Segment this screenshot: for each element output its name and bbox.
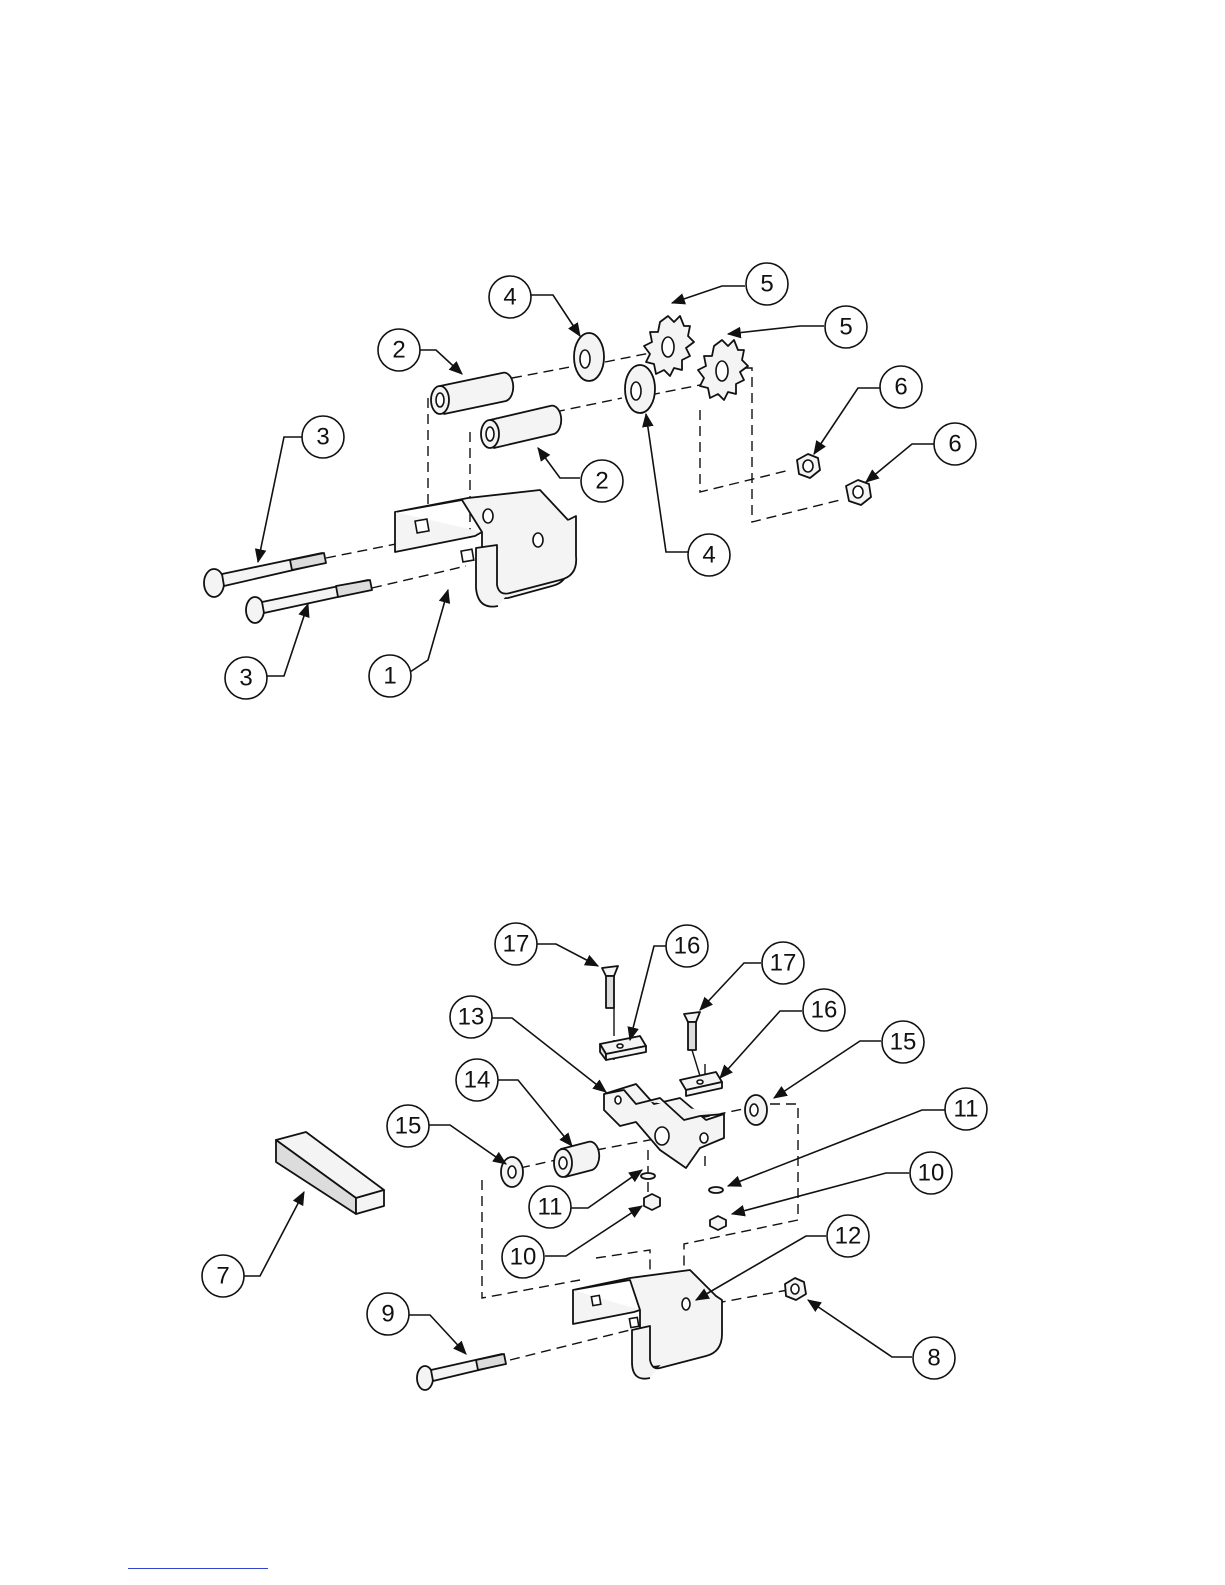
- callout-balloon: 3: [302, 416, 344, 458]
- sprocket-part-5-upper: [644, 316, 694, 376]
- wood-block-part-7: [276, 1132, 384, 1214]
- bushing-part-15-right: [745, 1095, 767, 1125]
- callout-balloon: 7: [202, 1255, 244, 1297]
- callout-balloon: 11: [945, 1088, 987, 1130]
- callout-balloon: 16: [803, 989, 845, 1031]
- hex-nut-part-6-upper: [797, 454, 820, 478]
- callout-label: 12: [835, 1223, 862, 1250]
- lower-assembly: 7 8 9 10 10 11 11 12 13 14 15: [202, 923, 987, 1390]
- callout-balloon: 16: [666, 925, 708, 967]
- callout-balloon: 17: [495, 923, 537, 965]
- spacer-part-2-lower: [481, 406, 561, 448]
- callout-label: 8: [927, 1345, 940, 1372]
- spacer-part-2-upper: [431, 373, 513, 414]
- callout-balloon: 11: [529, 1186, 571, 1228]
- carriage-bolt-part-3-upper: [204, 553, 326, 597]
- callout-label: 16: [811, 997, 838, 1024]
- upper-assembly: 1 2 2 3 3 4 4 5 5 6 6: [204, 263, 976, 699]
- callout-balloon: 10: [502, 1236, 544, 1278]
- callout-label: 10: [510, 1244, 537, 1271]
- nut-part-10-right: [710, 1216, 726, 1230]
- u-bracket-part-1: [395, 490, 576, 607]
- callout-balloon: 2: [581, 460, 623, 502]
- callout-label: 15: [395, 1113, 422, 1140]
- callout-label: 6: [948, 431, 961, 458]
- hex-nut-part-8: [785, 1278, 806, 1300]
- callout-label: 11: [954, 1096, 979, 1123]
- bushing-part-15-left: [501, 1157, 523, 1187]
- callout-balloon: 8: [913, 1337, 955, 1379]
- callout-balloon: 6: [880, 366, 922, 408]
- callout-balloon: 10: [910, 1152, 952, 1194]
- roller-part-14: [554, 1142, 599, 1177]
- washer-part-4-upper: [574, 333, 604, 381]
- upper-assembly-center-lines: [326, 352, 840, 588]
- screw-part-17-left: [602, 966, 618, 1036]
- screw-part-17-right: [684, 1012, 700, 1076]
- callout-label: 15: [890, 1029, 917, 1056]
- callout-balloon: 5: [746, 263, 788, 305]
- callout-label: 14: [464, 1067, 491, 1094]
- callout-balloon: 1: [369, 655, 411, 697]
- callout-balloon: 6: [934, 423, 976, 465]
- callout-label: 5: [839, 314, 852, 341]
- carriage-bolt-part-3-lower: [246, 580, 372, 623]
- callout-balloon: 13: [450, 996, 492, 1038]
- callout-balloon: 14: [456, 1059, 498, 1101]
- plate-part-16-left: [600, 1036, 646, 1060]
- callout-label: 6: [894, 374, 907, 401]
- callout-label: 17: [503, 931, 530, 958]
- callout-label: 16: [674, 933, 701, 960]
- callout-balloon: 4: [489, 276, 531, 318]
- lock-washer-part-11-left: [641, 1173, 655, 1179]
- u-bracket-part-12: [573, 1270, 722, 1379]
- callout-label: 5: [760, 271, 773, 298]
- callout-balloon: 17: [762, 942, 804, 984]
- washer-part-4-lower: [625, 365, 655, 413]
- callout-label: 4: [702, 542, 715, 569]
- callout-label: 3: [316, 424, 329, 451]
- callout-label: 9: [381, 1301, 394, 1328]
- callout-label: 1: [383, 663, 396, 690]
- sprocket-part-5-lower: [698, 340, 748, 400]
- footer-link-underline: [128, 1568, 268, 1569]
- callout-label: 7: [216, 1263, 229, 1290]
- callout-label: 17: [770, 950, 797, 977]
- callout-label: 10: [918, 1160, 945, 1187]
- callout-balloon: 5: [825, 306, 867, 348]
- callout-balloon: 3: [225, 657, 267, 699]
- nut-part-10-left: [644, 1194, 660, 1210]
- lock-washer-part-11-right: [709, 1187, 723, 1193]
- carriage-bolt-part-9: [417, 1354, 506, 1390]
- callout-label: 3: [239, 665, 252, 692]
- callout-label: 13: [458, 1004, 485, 1031]
- callout-balloon: 9: [367, 1293, 409, 1335]
- callout-label: 11: [538, 1194, 563, 1221]
- hex-nut-part-6-lower: [846, 480, 871, 505]
- roller-holder-part-13: [604, 1084, 724, 1168]
- callout-balloon: 15: [882, 1021, 924, 1063]
- callout-label: 4: [503, 284, 516, 311]
- callout-balloon: 12: [827, 1215, 869, 1257]
- callout-balloon: 2: [378, 329, 420, 371]
- plate-part-16-right: [680, 1072, 722, 1096]
- callout-label: 2: [392, 337, 405, 364]
- callout-balloon: 4: [688, 534, 730, 576]
- callout-balloon: 15: [387, 1105, 429, 1147]
- callout-label: 2: [595, 468, 608, 495]
